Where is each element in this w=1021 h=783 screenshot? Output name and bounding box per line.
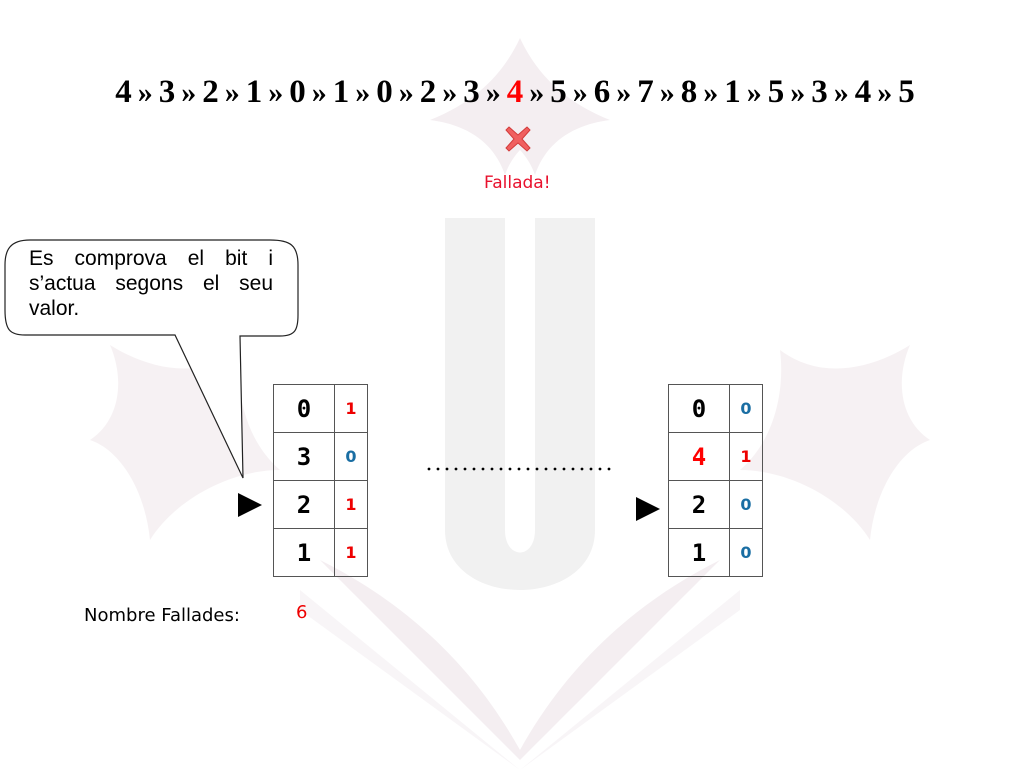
- separator: »: [703, 76, 719, 109]
- separator: »: [877, 76, 893, 109]
- reference-string: 4»3»2»1»0»1»0»2»3»4»5»6»7»8»1»5»3»4»5: [0, 74, 1021, 111]
- dot: [526, 467, 530, 471]
- dot: [562, 467, 566, 471]
- reference-item: 2: [419, 74, 437, 110]
- dot: [436, 467, 440, 471]
- dot: [427, 467, 431, 471]
- reference-bit-cell: 0: [729, 384, 763, 433]
- page-cell: 3: [273, 432, 335, 481]
- dot: [607, 467, 611, 471]
- dot: [535, 467, 539, 471]
- page-cell: 4: [668, 432, 730, 481]
- separator: »: [790, 76, 806, 109]
- reference-item: 7: [637, 74, 654, 110]
- page-cell: 2: [668, 480, 730, 529]
- separator: »: [311, 76, 327, 109]
- separator: »: [224, 76, 240, 109]
- separator: »: [529, 76, 545, 109]
- dot: [508, 467, 512, 471]
- dot: [454, 467, 458, 471]
- separator: »: [485, 76, 501, 109]
- reference-bit-cell: 1: [729, 432, 763, 481]
- reference-item: 4: [506, 74, 524, 110]
- dot: [445, 467, 449, 471]
- reference-item: 3: [463, 74, 480, 110]
- reference-bit-cell: 0: [729, 480, 763, 529]
- pointer-arrow-icon: [636, 497, 660, 521]
- reference-bit-cell: 0: [729, 528, 763, 577]
- dot: [589, 467, 593, 471]
- pointer-arrow-icon: [238, 493, 262, 517]
- reference-item: 1: [245, 74, 263, 110]
- reference-item: 5: [767, 74, 785, 110]
- page-fault-label: Fallada!: [484, 173, 551, 193]
- reference-bit-cell: 1: [334, 384, 368, 433]
- dot: [544, 467, 548, 471]
- reference-bit-cell: 0: [334, 432, 368, 481]
- fault-count-value: 6: [296, 602, 308, 623]
- separator: »: [268, 76, 284, 109]
- dot: [490, 467, 494, 471]
- separator: »: [572, 76, 588, 109]
- separator: »: [746, 76, 762, 109]
- reference-item: 3: [158, 74, 176, 110]
- dot: [598, 467, 602, 471]
- page-cell: 2: [273, 480, 335, 529]
- separator: »: [659, 76, 675, 109]
- reference-item: 2: [202, 74, 219, 110]
- reference-item: 1: [332, 74, 350, 110]
- page-cell: 1: [273, 528, 335, 577]
- callout-text: Es comprova el bit i s’actua segons el s…: [29, 247, 273, 320]
- separator: »: [181, 76, 197, 109]
- reference-item: 4: [115, 74, 132, 110]
- reference-item: 8: [680, 74, 698, 110]
- separator: »: [355, 76, 371, 109]
- dot: [472, 467, 476, 471]
- dot: [517, 467, 521, 471]
- separator: »: [616, 76, 632, 109]
- reference-item: 5: [898, 74, 915, 110]
- page-cell: 1: [668, 528, 730, 577]
- dot: [499, 467, 503, 471]
- reference-item: 4: [854, 74, 872, 110]
- reference-item: 3: [811, 74, 828, 110]
- dot: [463, 467, 467, 471]
- reference-item: 0: [376, 74, 393, 110]
- reference-item: 0: [289, 74, 306, 110]
- speech-bubble: [4, 239, 299, 479]
- reference-bit-cell: 1: [334, 480, 368, 529]
- dot: [481, 467, 485, 471]
- reference-bit-cell: 1: [334, 528, 368, 577]
- dot: [580, 467, 584, 471]
- dot: [553, 467, 557, 471]
- ellipsis-separator: [427, 467, 611, 471]
- separator: »: [442, 76, 458, 109]
- reference-item: 5: [550, 74, 567, 110]
- dot: [571, 467, 575, 471]
- reference-item: 1: [724, 74, 741, 110]
- x-mark-icon: [505, 126, 531, 152]
- separator: »: [833, 76, 849, 109]
- fault-count-label: Nombre Fallades:: [84, 605, 240, 626]
- page-cell: 0: [273, 384, 335, 433]
- page-cell: 0: [668, 384, 730, 433]
- separator: »: [137, 76, 153, 109]
- reference-item: 6: [593, 74, 611, 110]
- separator: »: [398, 76, 414, 109]
